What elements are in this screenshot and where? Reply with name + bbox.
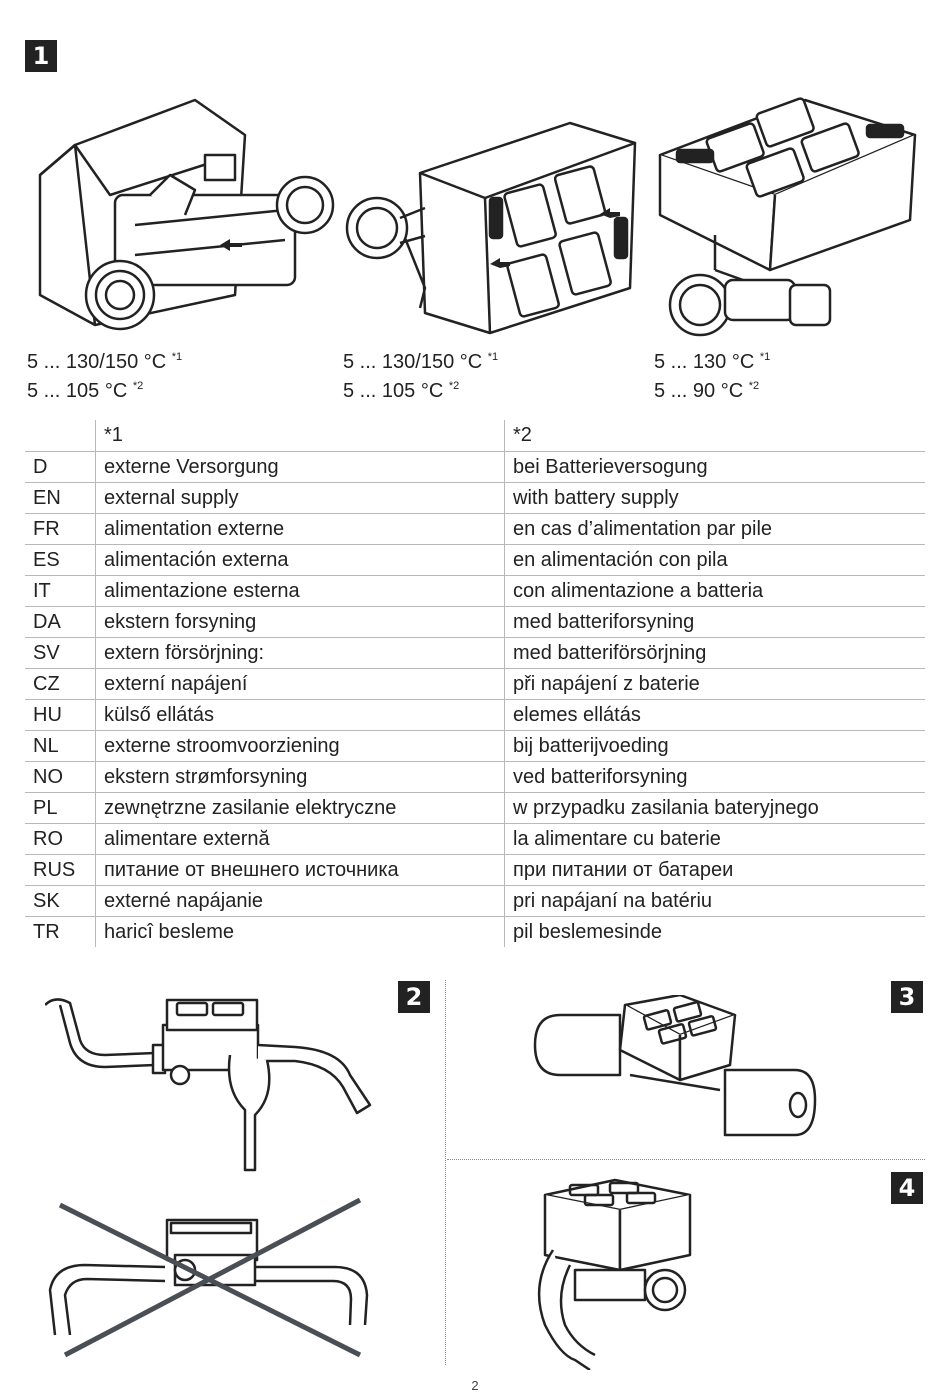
temperature-range-b: 5 ... 130/150 °C *1 5 ... 105 °C *2: [343, 345, 498, 403]
temperature-range-a: 5 ... 130/150 °C *1 5 ... 105 °C *2: [27, 345, 182, 403]
range-line-2: 5 ... 90 °C: [654, 380, 744, 402]
header-footnote-2: *2: [504, 420, 925, 452]
language-code: CZ: [25, 668, 96, 700]
footnote-1-text: haricî besleme: [95, 916, 505, 947]
footnote-marker: *2: [448, 380, 460, 392]
footnote-marker: *1: [171, 351, 183, 363]
footnote-1-text: alimentación externa: [95, 544, 505, 576]
language-code: NO: [25, 761, 96, 793]
footnote-1-text: externí napájení: [95, 668, 505, 700]
language-code: TR: [25, 916, 96, 947]
range-line-1: 5 ... 130 °C: [654, 351, 755, 373]
language-code: DA: [25, 606, 96, 638]
footnote-marker: *2: [132, 380, 144, 392]
footnote-1-text: externe stroomvoorziening: [95, 730, 505, 762]
footnote-1-text: ekstern forsyning: [95, 606, 505, 638]
footnote-1-text: zewnętrzne zasilanie elektryczne: [95, 792, 505, 824]
heat-meter-illustration-a: [38, 98, 335, 331]
footnote-1-text: alimentation externe: [95, 513, 505, 545]
range-line-1: 5 ... 130/150 °C: [27, 351, 167, 373]
heat-meter-illustration-b: [345, 121, 637, 335]
language-code: HU: [25, 699, 96, 731]
footnote-2-text: en alimentación con pila: [504, 544, 925, 576]
range-line-1: 5 ... 130/150 °C: [343, 351, 483, 373]
range-line-2: 5 ... 105 °C: [27, 380, 128, 402]
language-code: RUS: [25, 854, 96, 886]
figure-1-badge: 1: [25, 40, 57, 72]
language-code: IT: [25, 575, 96, 607]
footnote-2-text: with battery supply: [504, 482, 925, 514]
footnote-marker: *1: [759, 351, 771, 363]
page-number: 2: [471, 1378, 479, 1393]
language-code: SV: [25, 637, 96, 669]
installation-incorrect-illustration: [48, 1197, 369, 1358]
footnote-2-text: při napájení z baterie: [504, 668, 925, 700]
footnote-1-text: external supply: [95, 482, 505, 514]
footnote-2-text: при питании от батареи: [504, 854, 925, 886]
figure-4-badge: 4: [891, 1172, 923, 1204]
footnote-2-text: pil beslemesinde: [513, 920, 662, 943]
footnote-marker: *2: [748, 380, 760, 392]
footnote-1-text: externe Versorgung: [95, 451, 505, 483]
language-code: EN: [25, 482, 96, 514]
footnote-2-text: med batteriforsyning: [504, 606, 925, 638]
footnote-1-text: alimentazione esterna: [95, 575, 505, 607]
footnote-1-text: питание от внешнего источника: [95, 854, 505, 886]
footnote-2-text: en cas d’alimentation par pile: [504, 513, 925, 545]
footnote-1-text: alimentare externă: [95, 823, 505, 855]
language-code: RO: [25, 823, 96, 855]
language-code: ES: [25, 544, 96, 576]
language-code: D: [25, 451, 96, 483]
footnote-2-text: con alimentazione a batteria: [504, 575, 925, 607]
footnote-2-text: bei Batterieversogung: [504, 451, 925, 483]
footnote-1-text: extern försörjning:: [95, 637, 505, 669]
temperature-range-c: 5 ... 130 °C *1 5 ... 90 °C *2: [654, 345, 770, 403]
footnote-marker: *1: [487, 351, 499, 363]
installation-correct-illustration: [45, 998, 372, 1172]
footnote-2-text: pri napájaní na batériu: [504, 885, 925, 917]
footnote-1-text: externé napájanie: [95, 885, 505, 917]
figure-3-badge: 3: [891, 981, 923, 1013]
table-header-row: *1 *2: [25, 420, 925, 452]
header-footnote-1: *1: [95, 420, 505, 452]
footnote-2-text: bij batterijvoeding: [504, 730, 925, 762]
language-code: FR: [25, 513, 96, 545]
figure-divider-horizontal: [447, 1159, 925, 1160]
footnote-2-text: la alimentare cu baterie: [504, 823, 925, 855]
installation-vertical-illustration: [537, 1178, 692, 1370]
language-code: NL: [25, 730, 96, 762]
footnote-2-text: elemes ellátás: [504, 699, 925, 731]
footnote-2-text: w przypadku zasilania bateryjnego: [504, 792, 925, 824]
heat-meter-illustration-c: [658, 97, 917, 337]
language-code: SK: [25, 885, 96, 917]
range-line-2: 5 ... 105 °C: [343, 380, 444, 402]
installation-horizontal-illustration: [533, 995, 817, 1137]
footnote-1-text: ekstern strømforsyning: [95, 761, 505, 793]
figure-2-badge: 2: [398, 981, 430, 1013]
footnote-2-text: ved batteriforsyning: [504, 761, 925, 793]
footnote-2-text: med batteriförsörjning: [504, 637, 925, 669]
footnote-1-text: külső ellátás: [95, 699, 505, 731]
figure-divider-vertical: [445, 980, 446, 1365]
header-code: [25, 420, 96, 452]
language-code: PL: [25, 792, 96, 824]
